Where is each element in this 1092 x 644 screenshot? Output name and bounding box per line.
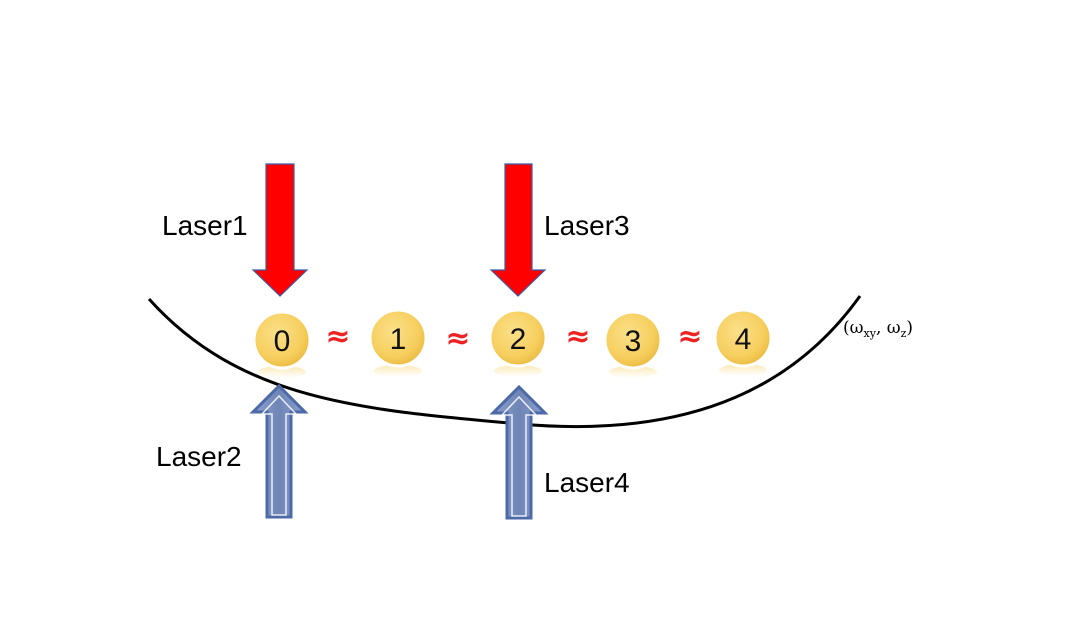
laser-2-arrow	[249, 383, 309, 519]
trap-frequency-label: (ωxy, ωz)	[843, 318, 913, 340]
laser-1-arrow	[251, 163, 309, 297]
laser-4-label: Laser4	[544, 467, 630, 498]
ion-4: 4	[713, 308, 773, 368]
ion-1: 1	[368, 308, 428, 368]
coupling-symbol-2-3: ≈	[565, 319, 590, 354]
ion-3: 3	[603, 310, 663, 370]
laser-4-arrow	[489, 384, 549, 520]
coupling-symbol-0-1: ≈	[325, 319, 350, 354]
ion-0: 0	[252, 310, 312, 370]
coupling-symbol-1-2: ≈	[445, 321, 470, 356]
laser-3-arrow	[489, 163, 547, 297]
ion-2: 2	[488, 308, 548, 368]
laser-1-label: Laser1	[162, 210, 248, 241]
laser-2-label: Laser2	[156, 441, 242, 472]
ion-4-label: 4	[735, 323, 752, 356]
ion-1-label: 1	[390, 323, 407, 356]
laser-3-label: Laser3	[544, 210, 630, 241]
ion-0-label: 0	[274, 325, 291, 358]
coupling-symbol-3-4: ≈	[677, 319, 702, 354]
ion-3-label: 3	[625, 325, 642, 358]
ion-2-label: 2	[510, 323, 527, 356]
ion-reflections	[258, 364, 767, 378]
